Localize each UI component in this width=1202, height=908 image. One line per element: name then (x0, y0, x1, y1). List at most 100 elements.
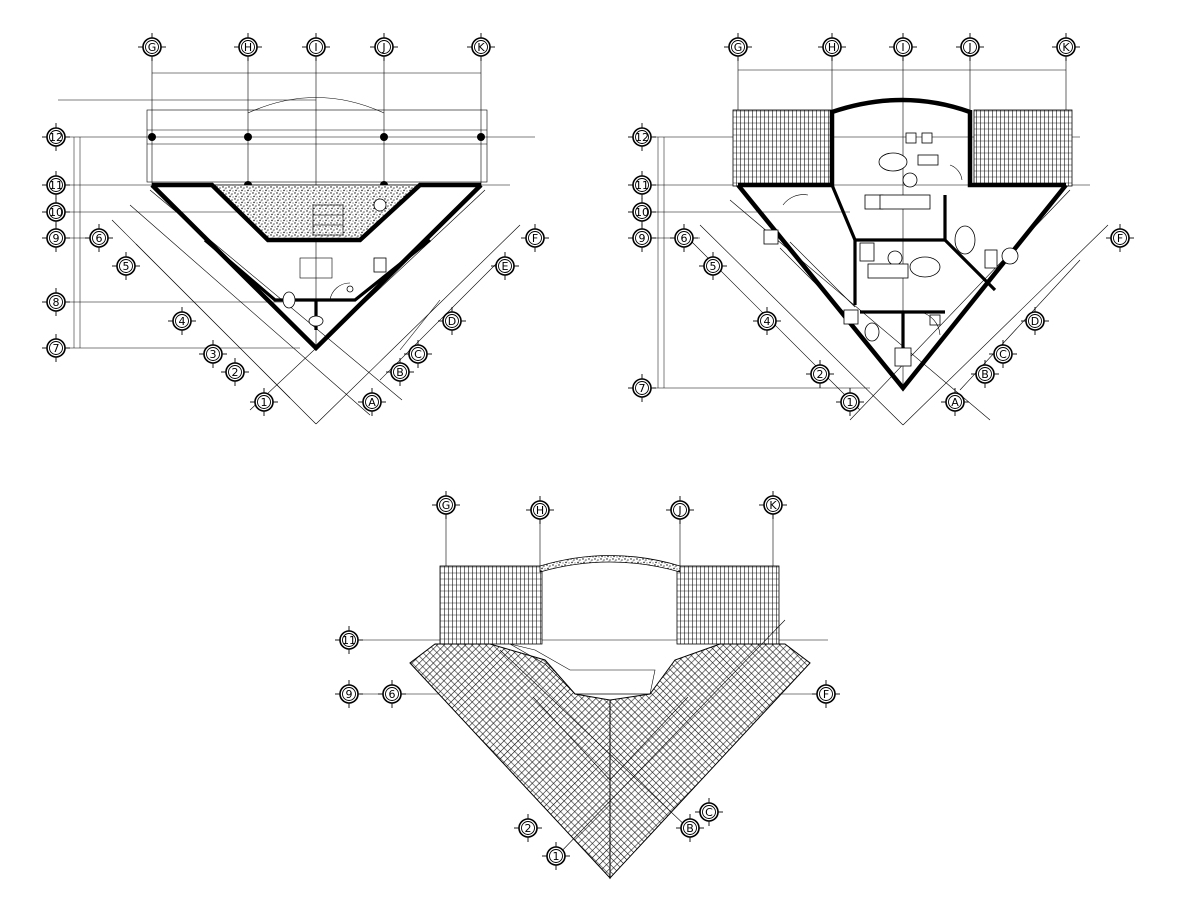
plan-roof-grid-bubble-diag: F (812, 680, 840, 708)
plan-first-floor-grid-bubble-top: G (138, 33, 166, 61)
plan-first-floor-grid-bubble-side: 11 (42, 171, 70, 199)
plan-second-floor-grid-bubble-top: J (956, 33, 984, 61)
plan-second-floor-grid-bubble-top: I (889, 33, 917, 61)
grid-label: 10 (49, 206, 63, 219)
grid-label: H (536, 504, 544, 517)
plan-roof-grid-bubble-side: 9 (335, 680, 363, 708)
plan-second-floor-grid-bubble-side: 12 (628, 123, 656, 151)
plan-second-floor-grid-bubble-diag: 4 (753, 307, 781, 335)
plan-first-floor-grid-bubble-top: I (302, 33, 330, 61)
plan-roof-grid-bubble-top: G (432, 491, 460, 519)
plan-second-floor-grid-bubble-diag: 2 (806, 360, 834, 388)
grid-label: 2 (525, 822, 532, 835)
grid-label: K (769, 499, 777, 512)
grid-label: E (502, 260, 509, 273)
grid-label: 2 (232, 366, 239, 379)
plan-first-floor-grid-bubble-side: 12 (42, 123, 70, 151)
plan-first-floor-grid-bubble-side: 9 (42, 224, 70, 252)
plan-second-floor-grid-bubble-side: 11 (628, 171, 656, 199)
grid-label: J (967, 41, 971, 54)
grid-label: B (396, 366, 404, 379)
grid-label: A (368, 396, 376, 409)
grid-label: 7 (53, 342, 60, 355)
plan-first-floor-grid-bubble-diag: 3 (199, 340, 227, 368)
grid-label: 2 (817, 368, 824, 381)
grid-label: 11 (342, 634, 356, 647)
plan-roof-grid-bubble-side: 11 (335, 626, 363, 654)
plan-first-floor-grid-bubble-side: 7 (42, 334, 70, 362)
grid-label: D (1031, 315, 1039, 328)
grid-label: C (414, 348, 422, 361)
plan-second-floor-grid-bubble-top: K (1052, 33, 1080, 61)
grid-label: F (1117, 232, 1123, 245)
grid-label: 4 (764, 315, 771, 328)
plan-roof-grid-bubble-diag: 6 (378, 680, 406, 708)
grid-label: I (314, 41, 317, 54)
grid-label: H (244, 41, 252, 54)
grid-label: J (677, 504, 681, 517)
plan-roof (360, 512, 828, 880)
plan-second-floor-grid-bubble-diag: D (1021, 307, 1049, 335)
grid-label: 5 (123, 260, 130, 273)
grid-label: C (999, 348, 1007, 361)
grid-label: A (951, 396, 959, 409)
plan-first-floor (58, 58, 535, 425)
plan-second-floor (653, 58, 1109, 426)
plan-first-floor-grid-bubble-diag: A (358, 388, 386, 416)
grid-label: K (477, 41, 485, 54)
plan-roof-grid-bubble-diag: B (676, 814, 704, 842)
grid-label: 1 (847, 396, 854, 409)
plan-roof-grid-bubble-diag: 2 (514, 814, 542, 842)
plan-first-floor-grid-bubble-diag: 4 (168, 307, 196, 335)
grid-label: 9 (639, 232, 646, 245)
plan-second-floor-grid-bubble-diag: 6 (670, 224, 698, 252)
grid-label: C (705, 806, 713, 819)
plan-first-floor-grid-bubble-top: K (467, 33, 495, 61)
plan-first-floor-grid-bubble-side: 8 (42, 288, 70, 316)
grid-label: K (1062, 41, 1070, 54)
grid-label: 9 (53, 232, 60, 245)
plan-second-floor-grid-bubble-diag: 1 (836, 388, 864, 416)
plan-second-floor-grid-bubble-diag: F (1106, 224, 1134, 252)
plan-roof-grid-bubble-diag: C (695, 798, 723, 826)
grid-label: H (828, 41, 836, 54)
grid-label: B (981, 368, 989, 381)
grid-label: 6 (681, 232, 688, 245)
plan-second-floor-grid-bubble-side: 10 (628, 198, 656, 226)
plan-first-floor-grid-bubble-diag: D (438, 307, 466, 335)
grid-label: 1 (553, 850, 560, 863)
grid-label: 1 (261, 396, 268, 409)
plan-first-floor-grid-bubble-diag: 6 (85, 224, 113, 252)
plan-second-floor-grid-bubble-diag: A (941, 388, 969, 416)
grid-label: J (381, 41, 385, 54)
grid-label: 7 (639, 382, 646, 395)
plan-roof-grid-bubble-top: H (526, 496, 554, 524)
grid-label: G (734, 41, 743, 54)
plan-second-floor-grid-bubble-diag: B (971, 360, 999, 388)
grid-label: 5 (710, 260, 717, 273)
plan-second-floor-grid-bubble-top: H (818, 33, 846, 61)
plan-first-floor-grid-bubble-diag: E (491, 252, 519, 280)
grid-label: G (442, 499, 451, 512)
plan-second-floor-grid-bubble-top: G (724, 33, 752, 61)
grid-label: I (901, 41, 904, 54)
grid-label: 4 (179, 315, 186, 328)
grid-label: 9 (346, 688, 353, 701)
grid-label: F (532, 232, 538, 245)
grid-label: 10 (635, 206, 649, 219)
plan-first-floor-grid-bubble-top: J (370, 33, 398, 61)
grid-label: 6 (96, 232, 103, 245)
plan-second-floor-grid-bubble-side: 9 (628, 224, 656, 252)
grid-label: B (686, 822, 694, 835)
grid-label: 11 (635, 179, 649, 192)
plan-first-floor-grid-bubble-diag: C (404, 340, 432, 368)
grid-label: 12 (49, 131, 63, 144)
grid-label: D (448, 315, 456, 328)
plan-first-floor-grid-bubble-diag: F (521, 224, 549, 252)
grid-label: 6 (389, 688, 396, 701)
grid-label: G (148, 41, 157, 54)
plan-first-floor-grid-bubble-diag: B (386, 358, 414, 386)
plan-roof-grid-bubble-top: K (759, 491, 787, 519)
plan-first-floor-grid-bubble-diag: 2 (221, 358, 249, 386)
plan-first-floor-grid-bubble-side: 10 (42, 198, 70, 226)
